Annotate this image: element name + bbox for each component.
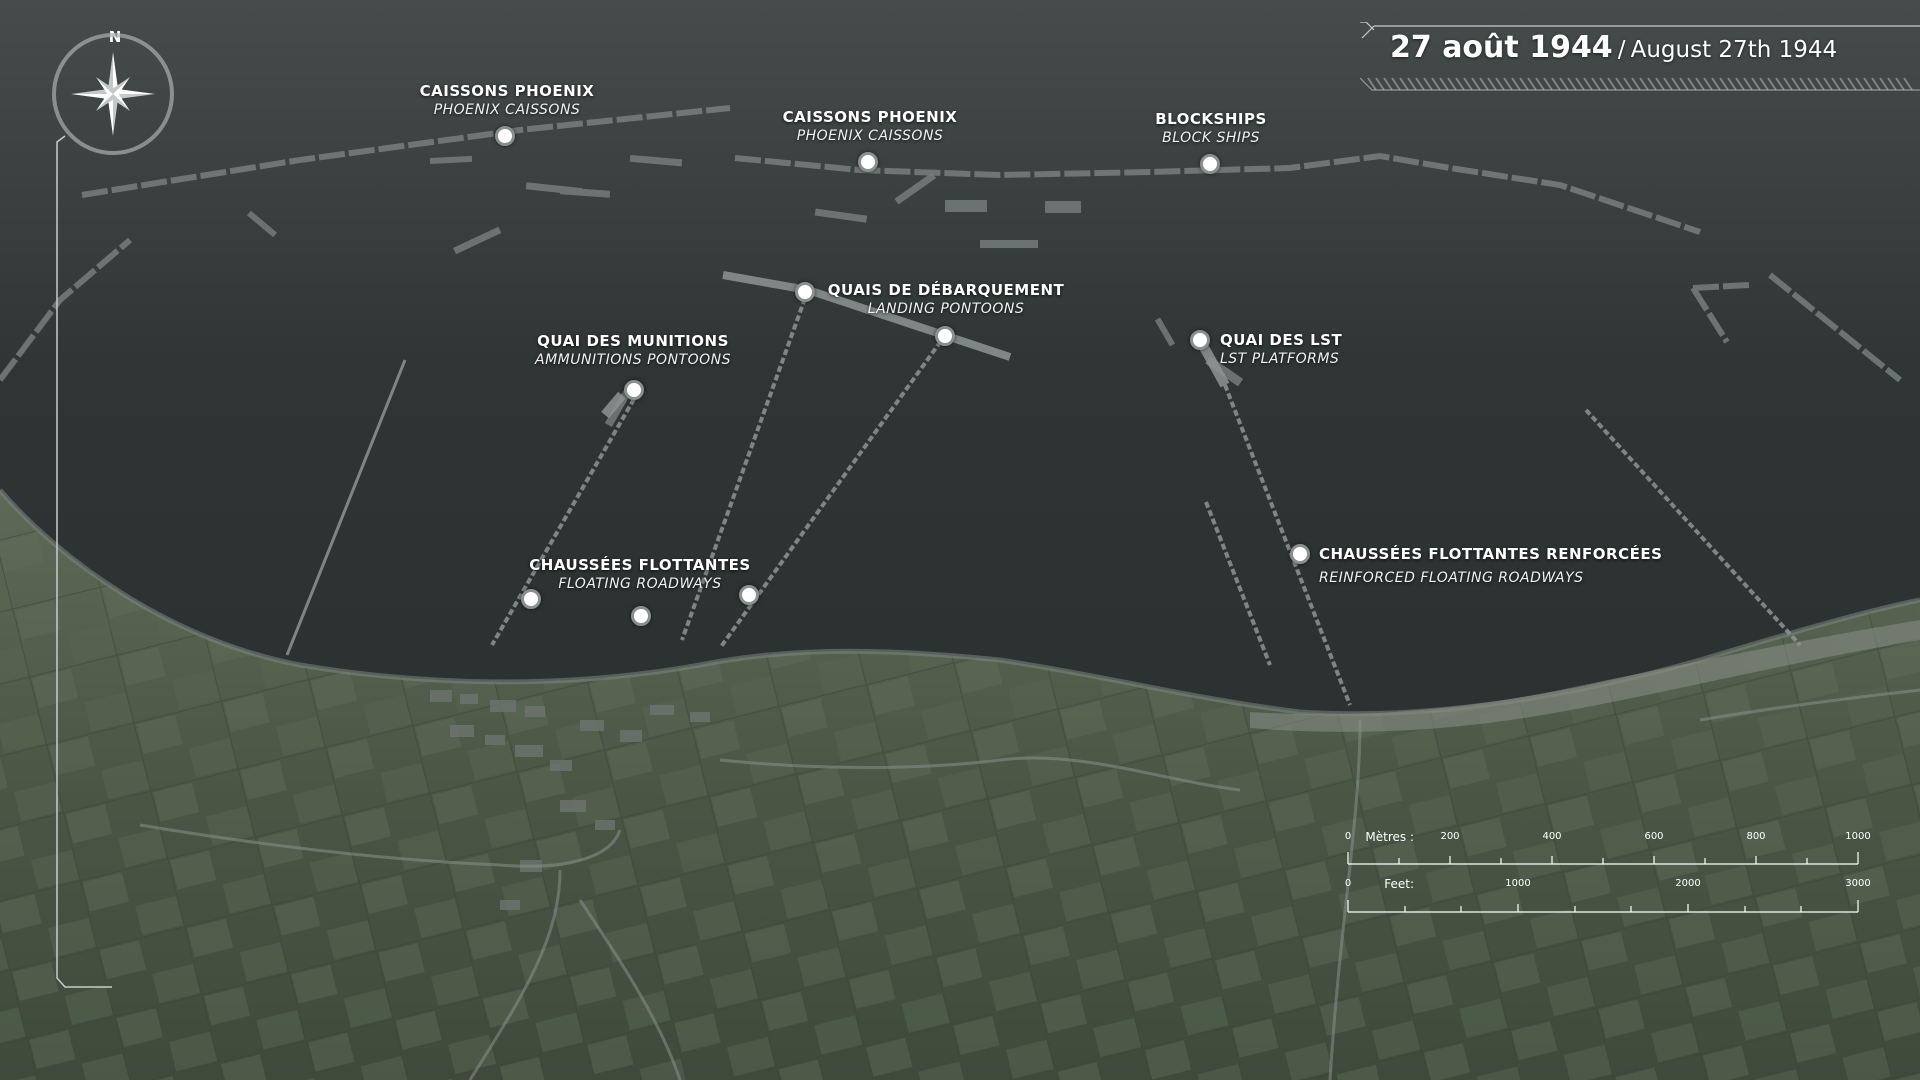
label-caissons-center-fr: CAISSONS PHOENIX — [782, 108, 958, 126]
date-title: 27 août 1944 / August 27th 1944 — [1390, 30, 1837, 65]
field-pattern — [0, 490, 1920, 1080]
scale-feet-label: Feet: — [1384, 877, 1414, 891]
label-reinforced-roadways-en: REINFORCED FLOATING ROADWAYS — [1319, 570, 1584, 586]
metres-tick-0: 0 — [1344, 831, 1352, 842]
label-caissons-west: CAISSONS PHOENIX PHOENIX CAISSONS — [420, 82, 595, 118]
marker-blockships[interactable] — [1200, 154, 1220, 174]
compass-rose: N — [50, 28, 180, 160]
feet-tick-1000: 1000 — [1505, 878, 1531, 889]
label-blockships-fr: BLOCKSHIPS — [1155, 110, 1267, 128]
label-caissons-west-en: PHOENIX CAISSONS — [433, 102, 581, 118]
label-caissons-center: CAISSONS PHOENIX PHOENIX CAISSONS — [783, 108, 958, 144]
label-floating-roadways-fr: CHAUSSÉES FLOTTANTES — [529, 556, 751, 574]
date-english: August 27th 1944 — [1630, 37, 1838, 63]
scale-bar: Mètres : 0 200 400 600 800 1000 Feet: 0 … — [1280, 826, 1880, 926]
town-arromanches — [430, 690, 710, 910]
marker-caissons-west[interactable] — [495, 126, 515, 146]
scale-metres-label: Mètres : — [1365, 830, 1414, 844]
beach — [1250, 620, 1920, 732]
marker-lst-platforms[interactable] — [1190, 330, 1210, 350]
scale-ruler — [1347, 852, 1859, 913]
roads — [139, 688, 1920, 1080]
label-blockships-en: BLOCK SHIPS — [1162, 130, 1260, 146]
marker-floating-roadway-2[interactable] — [631, 606, 651, 626]
date-banner: 27 août 1944 / August 27th 1944 — [1360, 22, 1920, 94]
label-reinforced-roadways-fr: CHAUSSÉES FLOTTANTES RENFORCÉES — [1319, 545, 1663, 563]
label-reinforced-roadways: CHAUSSÉES FLOTTANTES RENFORCÉES REINFORC… — [1319, 545, 1662, 586]
metres-tick-400: 400 — [1542, 831, 1562, 842]
label-lst-platforms-fr: QUAI DES LST — [1220, 331, 1343, 349]
marker-reinforced-roadways[interactable] — [1290, 544, 1310, 564]
label-ammunition-pontoons-en: AMMUNITIONS PONTOONS — [535, 352, 731, 368]
feet-tick-3000: 3000 — [1845, 878, 1871, 889]
label-caissons-center-en: PHOENIX CAISSONS — [796, 128, 944, 144]
metres-tick-1000: 1000 — [1845, 831, 1871, 842]
feet-tick-2000: 2000 — [1675, 878, 1701, 889]
marker-ammunition-pontoons[interactable] — [624, 380, 644, 400]
marker-floating-roadway-3[interactable] — [739, 585, 759, 605]
marker-landing-pontoons-east[interactable] — [935, 326, 955, 346]
label-ammunition-pontoons: QUAI DES MUNITIONS AMMUNITIONS PONTOONS — [535, 332, 731, 368]
label-floating-roadways: CHAUSSÉES FLOTTANTES FLOATING ROADWAYS — [529, 556, 750, 592]
compass-star-icon — [52, 33, 174, 155]
label-lst-platforms: QUAI DES LST LST PLATFORMS — [1220, 331, 1342, 367]
label-caissons-west-fr: CAISSONS PHOENIX — [419, 82, 595, 100]
feet-tick-0: 0 — [1344, 878, 1352, 889]
phoenix-breakwater — [0, 105, 1902, 383]
label-ammunition-pontoons-fr: QUAI DES MUNITIONS — [537, 332, 729, 350]
metres-tick-200: 200 — [1440, 831, 1460, 842]
metres-tick-600: 600 — [1644, 831, 1664, 842]
label-landing-pontoons-fr: QUAIS DE DÉBARQUEMENT — [827, 281, 1065, 299]
label-floating-roadways-en: FLOATING ROADWAYS — [558, 576, 722, 592]
marker-floating-roadway-1[interactable] — [521, 589, 541, 609]
banner-frame — [1360, 22, 1920, 91]
label-landing-pontoons: QUAIS DE DÉBARQUEMENT LANDING PONTOONS — [828, 281, 1065, 317]
label-blockships: BLOCKSHIPS BLOCK SHIPS — [1155, 110, 1267, 146]
marker-landing-pontoons-west[interactable] — [795, 282, 815, 302]
marker-caissons-center[interactable] — [858, 152, 878, 172]
date-french: 27 août 1944 — [1390, 30, 1613, 65]
metres-tick-800: 800 — [1746, 831, 1766, 842]
label-lst-platforms-en: LST PLATFORMS — [1220, 351, 1340, 367]
label-landing-pontoons-en: LANDING PONTOONS — [867, 301, 1025, 317]
frame-bracket — [56, 135, 112, 988]
date-separator: / — [1617, 37, 1626, 63]
